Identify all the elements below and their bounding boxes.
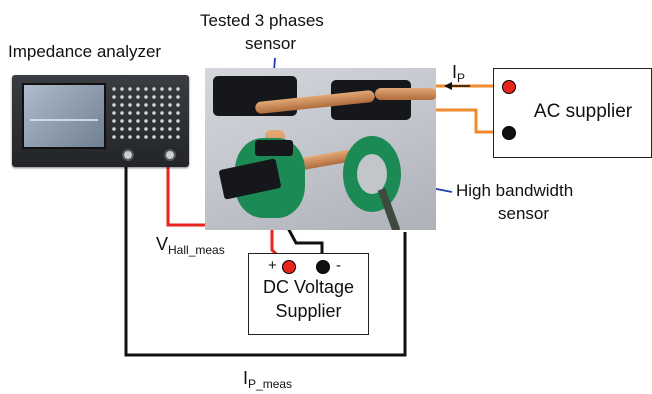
impedance-analyzer-device [12, 75, 189, 167]
ip-main: I [452, 62, 458, 82]
v-hall-main: V [156, 234, 169, 254]
copper-bar-right [375, 88, 436, 100]
dc-supplier-label-line2: Supplier [275, 301, 342, 321]
ip-arrowhead [444, 82, 452, 90]
analyzer-port-2 [164, 149, 176, 161]
high-bandwidth-sensor-hole [357, 154, 387, 194]
tested-sensor-clip [255, 140, 293, 156]
ac-wire-bottom [436, 108, 508, 134]
ip-label: IP [452, 62, 465, 88]
ac-terminal-red [502, 80, 516, 94]
tested-sensor-label-line1: Tested 3 phases [200, 11, 324, 30]
dc-minus-sign: - [336, 257, 341, 274]
analyzer-screen [22, 83, 106, 149]
v-hall-sub: Hall_meas [168, 243, 225, 257]
high-bandwidth-label-line2: sensor [498, 204, 550, 223]
dc-terminal-minus [316, 260, 330, 274]
v-hall-meas-label: VHall_meas [156, 234, 225, 260]
ip-meas-wire [124, 153, 407, 357]
ac-supplier-label: AC supplier [533, 101, 633, 122]
dc-voltage-supplier-box: DC Voltage Supplier [248, 253, 369, 335]
analyzer-keypad [110, 85, 180, 141]
ip-meas-main: I [243, 368, 249, 388]
dc-supplier-label-line1: DC Voltage [262, 277, 355, 297]
high-bandwidth-label-line1: High bandwidth [456, 181, 574, 200]
ac-supplier-box: AC supplier [493, 68, 652, 158]
dc-plus-sign: + [268, 257, 277, 274]
ip-meas-label: IP_meas [243, 368, 292, 394]
ac-terminal-black [502, 126, 516, 140]
v-hall-wire [166, 153, 210, 227]
ip-sub: P [457, 71, 466, 85]
impedance-analyzer-label: Impedance analyzer [8, 42, 162, 61]
tested-sensor-label-line2: sensor [245, 34, 297, 53]
ip-meas-sub: P_meas [248, 377, 293, 391]
dc-terminal-plus [282, 260, 296, 274]
test-setup-photo [205, 68, 436, 230]
analyzer-port-1 [122, 149, 134, 161]
